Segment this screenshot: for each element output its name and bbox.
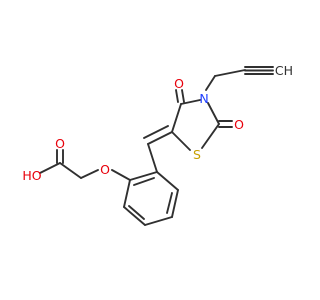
bond-s-c2 (201, 123, 220, 149)
bond-ring-o (111, 169, 131, 181)
bond-n-ch2 (205, 75, 216, 91)
atom-oxygen-acid-carbonyl: O (55, 136, 65, 151)
benzene-bond-3 (144, 216, 173, 226)
benzene-inner-2 (128, 205, 145, 220)
benzene-bond-6 (129, 171, 158, 181)
atom-alkyne-terminal: CH (275, 63, 293, 78)
bond-ch2-c (214, 69, 246, 77)
molecule-structure: O N O S O HO O CH (22, 63, 293, 226)
benzene-bond-5 (123, 179, 131, 208)
bond-n-c4 (180, 99, 201, 105)
benzene-inner-3 (133, 177, 155, 186)
benzene-bond-4 (123, 206, 146, 226)
bond-acid-coh (39, 162, 61, 174)
bonds (39, 66, 274, 226)
atom-oxygen-ring-carbonyl: O (234, 117, 244, 132)
bond-c4-o-b (181, 89, 185, 103)
bond-c4-o-a (175, 89, 179, 103)
benzene-bond-2 (171, 189, 179, 218)
molecule-canvas: O N O S O HO O CH (22, 63, 293, 226)
bond-c5-s (171, 131, 191, 151)
atom-oxygen-ring-ketone: O (174, 76, 184, 91)
bond-exo-a (147, 131, 173, 145)
bond-exo-b (143, 125, 169, 139)
bond-ch2-cooh (59, 162, 82, 179)
benzene-bond-1 (156, 171, 179, 191)
atom-nitrogen: N (199, 91, 208, 106)
bond-ch-ring (147, 143, 158, 173)
bond-c2-n (207, 102, 220, 125)
atom-sulfur: S (193, 147, 201, 162)
bond-c4-c5 (171, 103, 182, 133)
benzene-inner-1 (166, 192, 173, 214)
atom-hydroxyl: HO (22, 168, 41, 183)
atom-labels: O N O S O HO O CH (22, 63, 293, 183)
bond-o-ch2 (80, 169, 99, 179)
atom-oxygen-ether: O (100, 162, 110, 177)
